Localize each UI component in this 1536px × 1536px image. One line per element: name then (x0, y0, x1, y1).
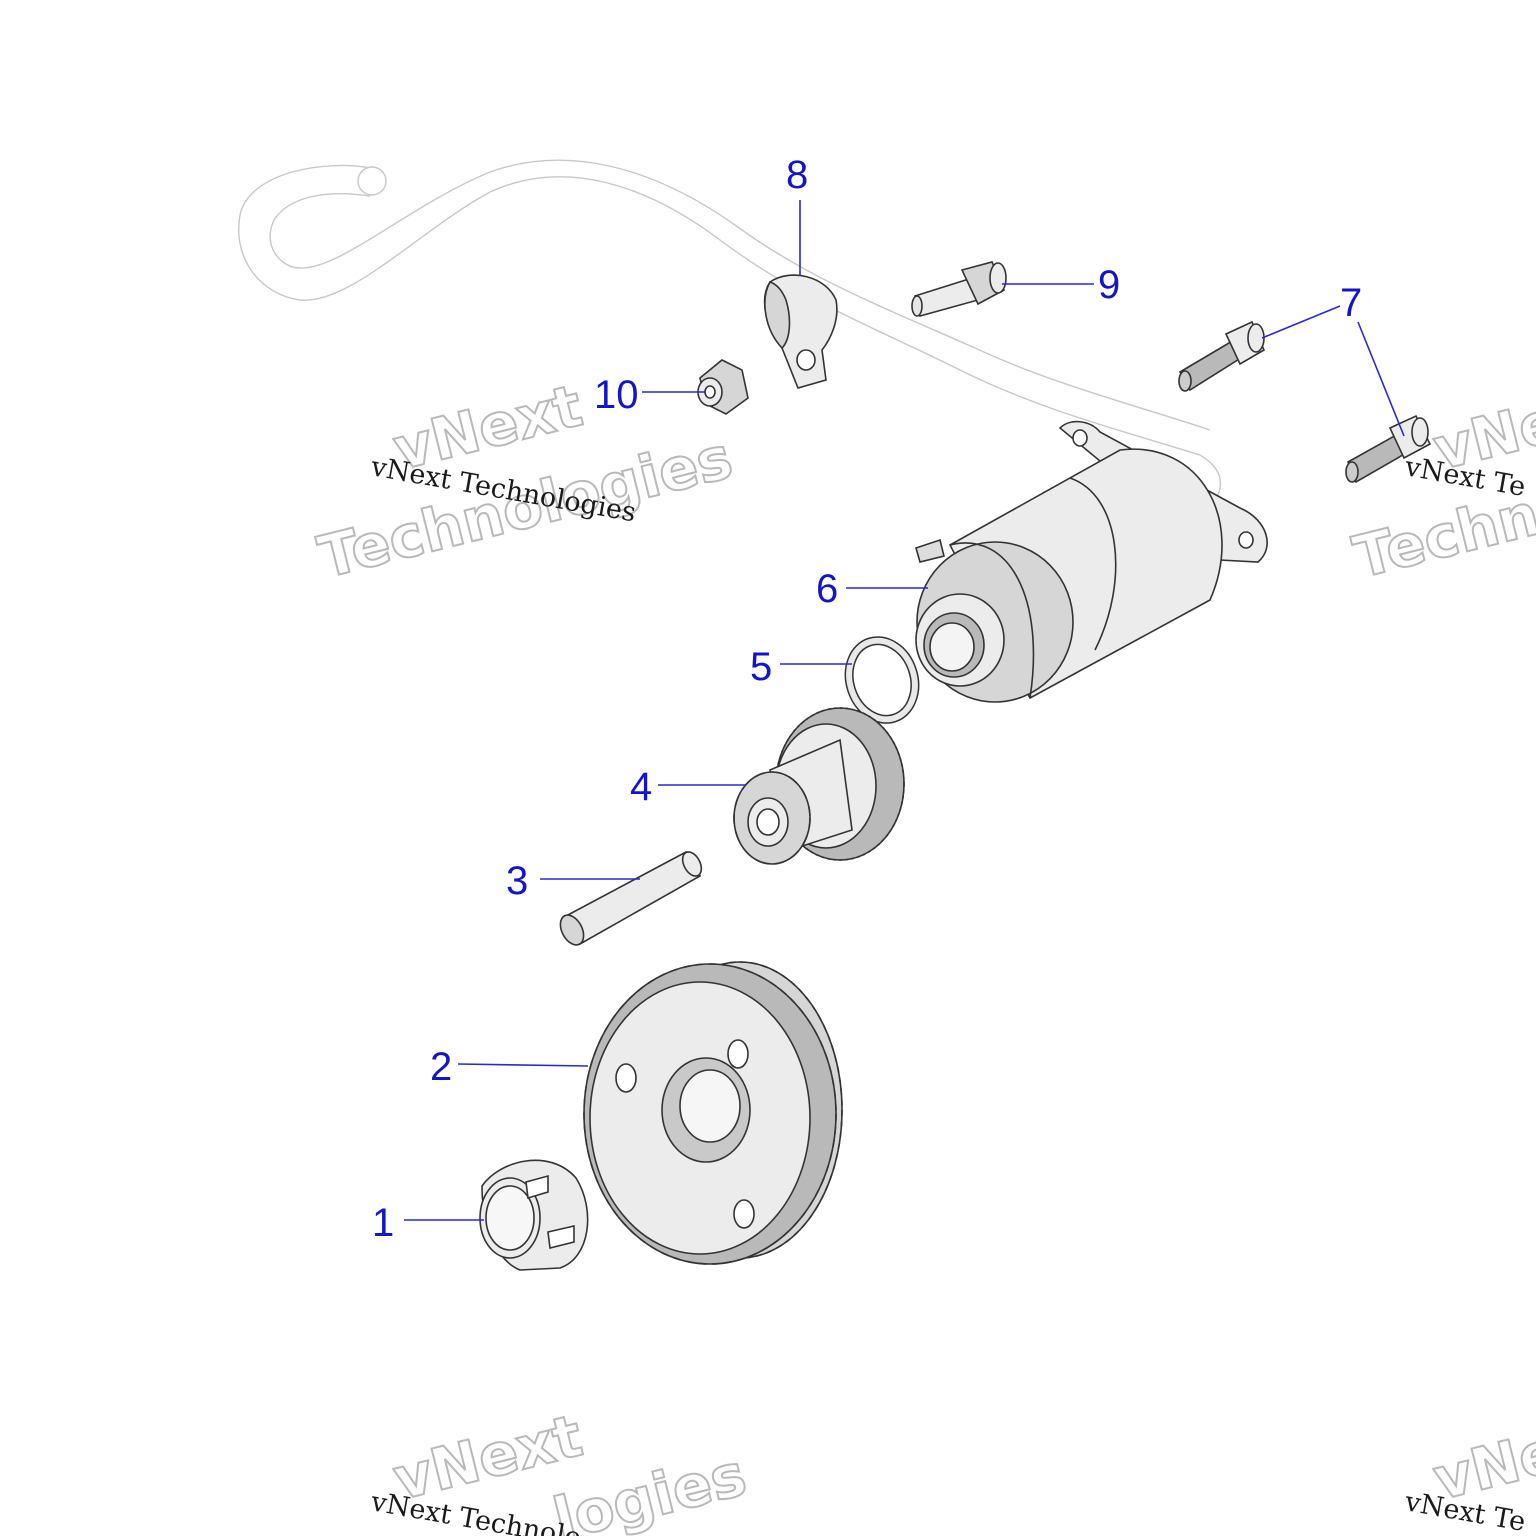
callout-9: 9 (1098, 263, 1120, 307)
callout-5: 5 (750, 645, 772, 689)
part-7-bolt-upper (1178, 320, 1266, 392)
part-10-nut (697, 359, 749, 415)
leader-lines (404, 200, 1405, 1221)
part-5-o-ring (844, 636, 920, 724)
part-2-driven-gear (583, 961, 843, 1265)
callout-6: 6 (816, 567, 838, 611)
watermark-bottom-right: vNe vNext Te (1402, 1416, 1536, 1536)
part-3-shaft (559, 850, 703, 946)
cable-outline (238, 159, 1222, 501)
leader-7b (1357, 321, 1405, 437)
leader-2 (457, 1063, 589, 1067)
part-7-bolt-lower (1345, 414, 1432, 484)
callout-3: 3 (506, 859, 528, 903)
callout-4: 4 (630, 765, 652, 809)
callout-8: 8 (786, 153, 808, 197)
watermark-top-left: vNext Technologies vNext Technologies (311, 370, 740, 592)
watermark-bottom-left: vNext logies vNext Technolo (368, 1400, 754, 1536)
part-9-bolt (911, 261, 1007, 317)
callout-2: 2 (430, 1045, 452, 1089)
callout-10: 10 (594, 373, 639, 417)
leader-7a (1261, 305, 1341, 339)
watermark-top-right: vNe Technolo vNext Te (1346, 386, 1536, 592)
part-1-one-way-clutch (479, 1159, 589, 1271)
part-8-cable-clamp (763, 274, 838, 389)
part-4-reduction-gear (733, 707, 905, 865)
callout-1: 1 (372, 1201, 394, 1245)
callout-labels: 1 2 3 4 5 6 7 8 9 10 (372, 153, 1362, 1245)
part-6-starter-motor (915, 420, 1268, 703)
callout-7: 7 (1340, 281, 1362, 325)
